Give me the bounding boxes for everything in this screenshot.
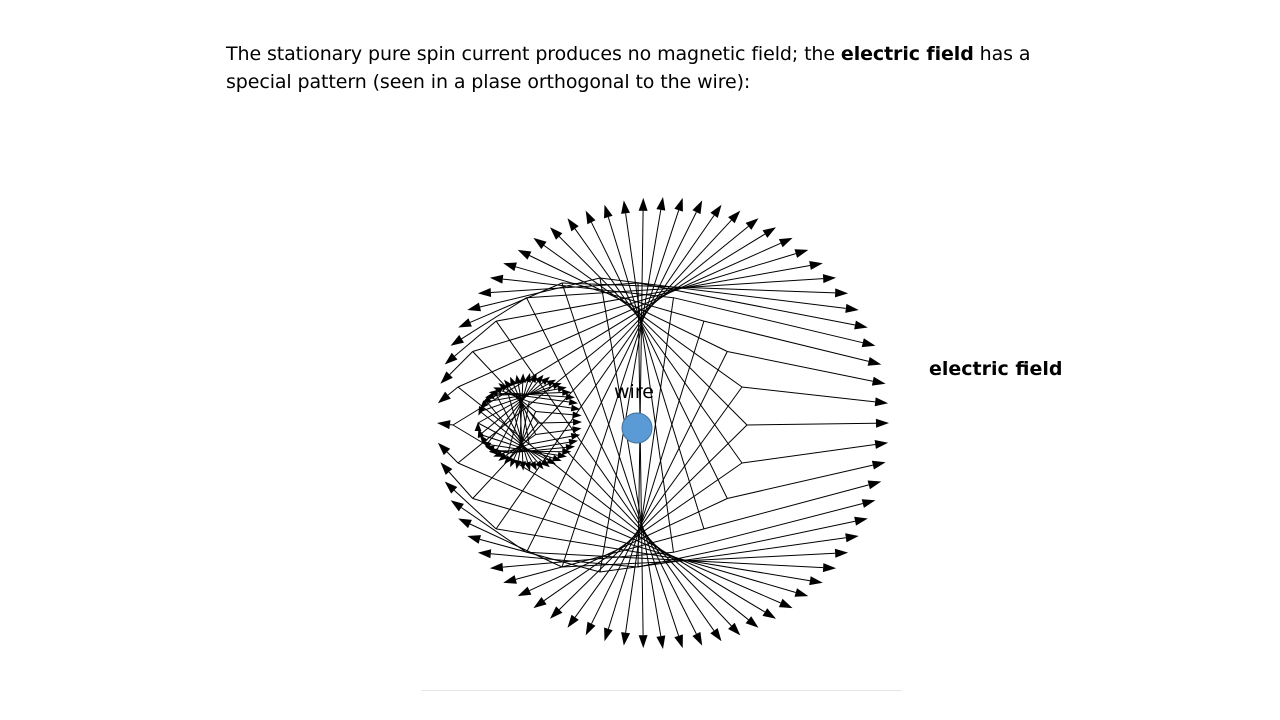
field-arrow bbox=[526, 551, 837, 573]
field-arrow bbox=[585, 351, 728, 636]
field-arrow bbox=[458, 282, 563, 328]
field-arrow bbox=[486, 374, 544, 445]
field-arrow bbox=[472, 498, 809, 597]
slide-baseline-divider bbox=[421, 690, 902, 691]
field-arrow bbox=[489, 274, 674, 299]
field-arrow bbox=[437, 442, 459, 464]
field-arrow bbox=[437, 420, 454, 430]
field-arrow bbox=[567, 386, 743, 628]
field-arrow bbox=[477, 282, 639, 297]
wire-label: wire bbox=[614, 381, 654, 403]
field-arrow bbox=[479, 411, 550, 468]
field-arrow bbox=[561, 548, 849, 568]
field-arrow bbox=[450, 297, 527, 346]
field-arrow bbox=[440, 462, 474, 499]
field-arrow bbox=[444, 481, 497, 530]
field-arrow bbox=[498, 383, 537, 412]
field-arrow bbox=[550, 227, 748, 426]
field-arrow bbox=[535, 411, 582, 419]
caption-bold-term: electric field bbox=[840, 43, 974, 65]
field-arrow bbox=[479, 376, 550, 435]
field-arrow bbox=[529, 433, 581, 445]
field-arrow bbox=[474, 422, 482, 431]
field-arrow bbox=[495, 320, 722, 642]
field-arrow bbox=[535, 426, 582, 435]
field-arrow bbox=[637, 516, 868, 568]
field-arrow bbox=[526, 274, 837, 299]
caption-part-2: has a special pattern (seen in a plase o… bbox=[226, 43, 1031, 93]
caption-text: The stationary pure spin current produce… bbox=[226, 40, 1086, 96]
field-arrow bbox=[477, 379, 556, 424]
field-arrow bbox=[561, 282, 683, 649]
electric-field-label: electric field bbox=[929, 358, 1063, 380]
field-arrow bbox=[517, 249, 728, 352]
field-arrow bbox=[486, 401, 544, 470]
field-arrow bbox=[746, 418, 889, 428]
field-arrow bbox=[526, 297, 703, 646]
field-arrow bbox=[599, 277, 859, 313]
field-arrow bbox=[727, 460, 886, 499]
field-arrow bbox=[519, 394, 578, 406]
field-arrow bbox=[457, 237, 793, 388]
field-arrow bbox=[472, 351, 741, 636]
field-arrow bbox=[440, 351, 474, 384]
field-arrow bbox=[444, 320, 497, 365]
field-arrow bbox=[504, 422, 539, 465]
wire-cross-section bbox=[621, 412, 653, 444]
field-arrow bbox=[477, 422, 556, 465]
field-arrow bbox=[727, 351, 886, 386]
field-arrow bbox=[703, 320, 882, 366]
field-arrow bbox=[673, 297, 876, 348]
caption-part-1: The stationary pure spin current produce… bbox=[226, 43, 841, 65]
field-arrow bbox=[599, 197, 666, 573]
field-arrow bbox=[673, 499, 876, 553]
field-arrow bbox=[537, 418, 582, 426]
field-arrow bbox=[503, 528, 705, 584]
field-arrow bbox=[457, 218, 759, 464]
field-arrow bbox=[599, 277, 666, 649]
field-arrow bbox=[480, 382, 562, 412]
field-arrow bbox=[458, 518, 563, 568]
field-arrow bbox=[529, 401, 581, 412]
field-arrow bbox=[519, 438, 578, 452]
field-arrow bbox=[514, 374, 530, 445]
field-arrow bbox=[703, 480, 882, 530]
field-arrow bbox=[741, 386, 889, 407]
inner-field-arrows bbox=[474, 373, 582, 471]
field-arrow bbox=[480, 434, 562, 462]
field-arrow bbox=[637, 282, 648, 649]
field-arrow bbox=[496, 261, 823, 322]
field-arrow bbox=[585, 210, 728, 499]
field-arrow bbox=[526, 200, 703, 553]
field-arrow bbox=[604, 204, 705, 530]
field-arrow bbox=[741, 440, 889, 464]
field-arrow bbox=[478, 406, 486, 416]
field-arrow bbox=[533, 237, 743, 388]
field-arrow bbox=[457, 462, 793, 609]
field-arrow bbox=[496, 528, 823, 586]
field-arrow bbox=[495, 204, 722, 530]
field-arrow bbox=[567, 218, 743, 464]
field-arrow bbox=[507, 444, 575, 454]
field-arrow bbox=[550, 424, 748, 619]
field-arrow bbox=[493, 387, 530, 403]
field-arrow bbox=[604, 320, 705, 642]
field-arrow bbox=[450, 500, 527, 553]
field-arrow bbox=[437, 386, 459, 404]
field-arrow bbox=[561, 197, 683, 568]
field-arrow bbox=[621, 200, 674, 553]
field-arrow bbox=[503, 262, 705, 322]
field-arrow bbox=[510, 376, 537, 435]
field-arrow bbox=[621, 297, 674, 646]
